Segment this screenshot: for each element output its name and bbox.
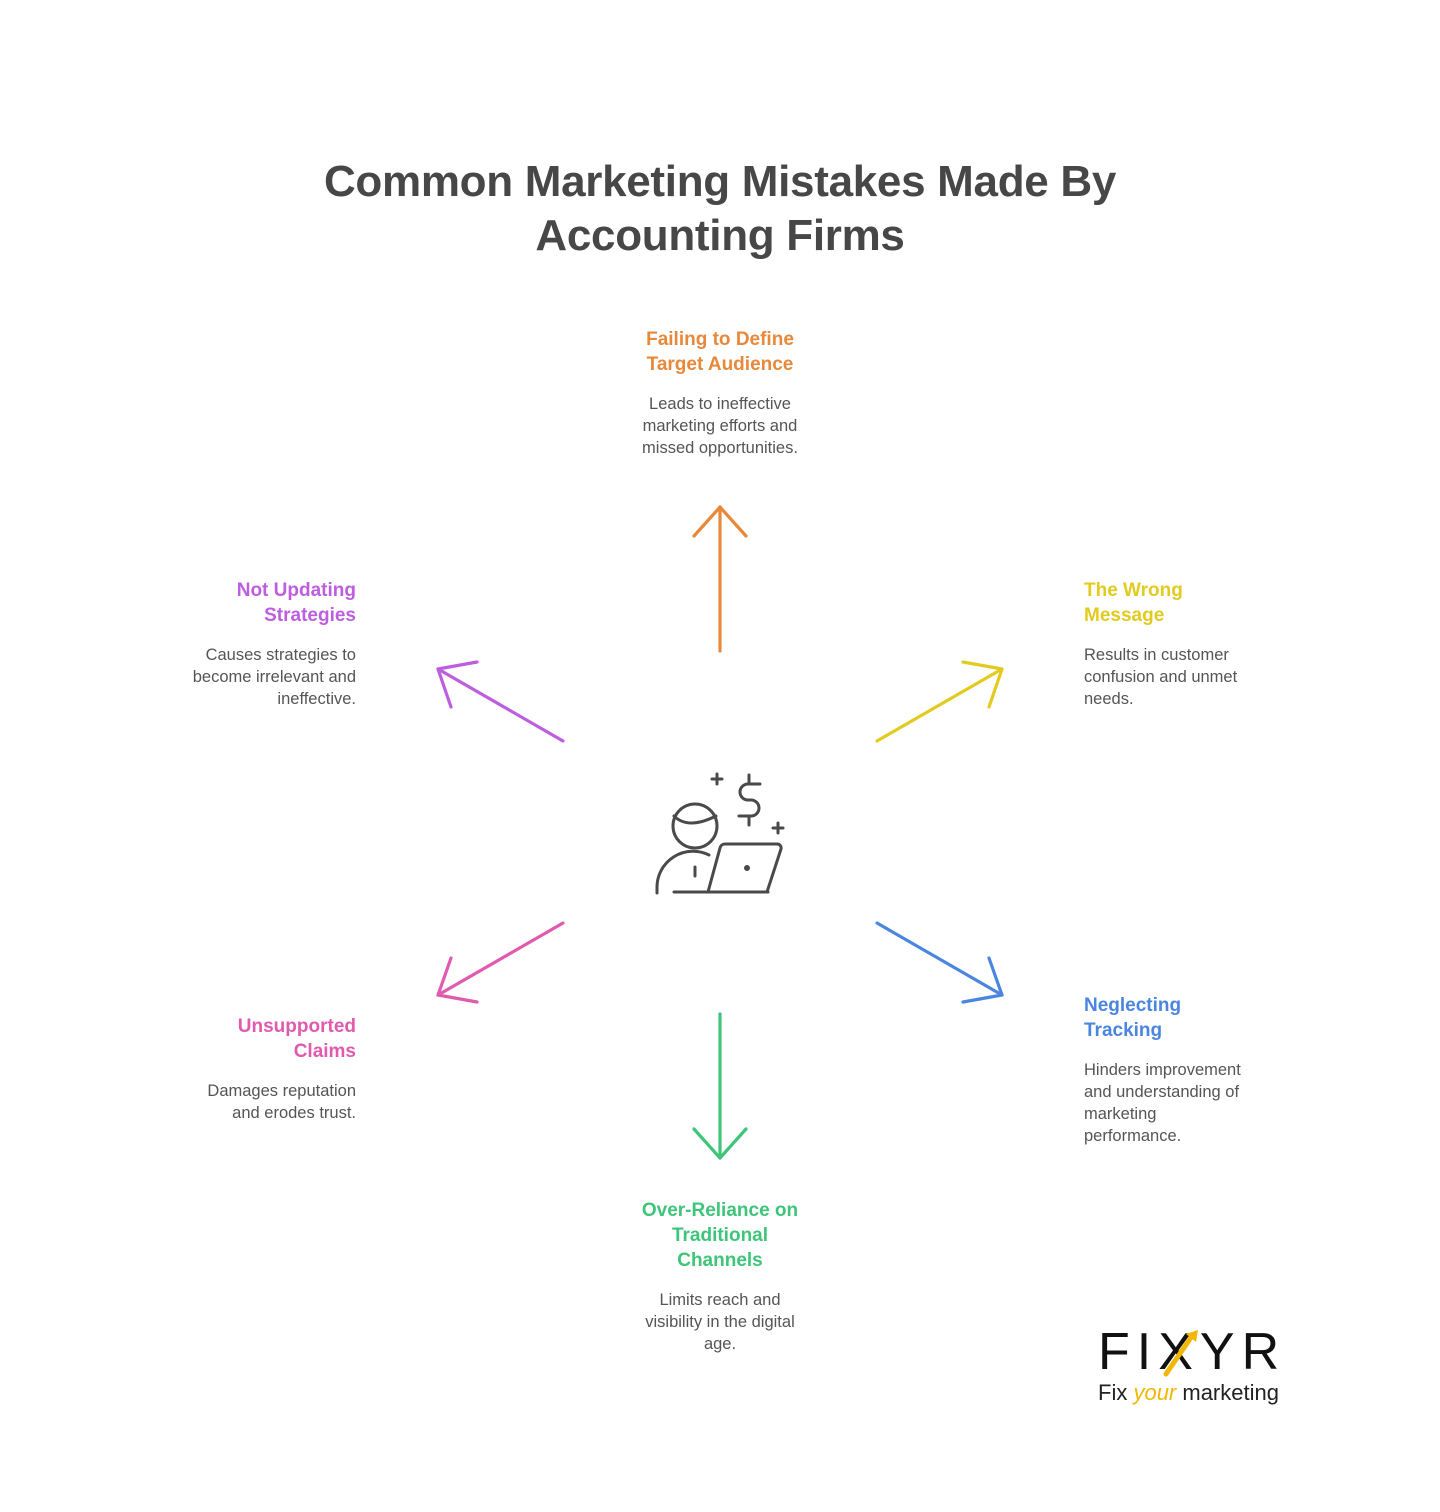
node-neglecting-tracking: Neglecting Tracking Hinders improvement … xyxy=(1084,993,1304,1147)
description-line: age. xyxy=(703,1335,737,1353)
page-title: Common Marketing Mistakes Made By Accoun… xyxy=(0,155,1440,263)
node-description: Results in customer confusion and unmet … xyxy=(1084,644,1304,710)
node-heading: The Wrong Message xyxy=(1084,578,1304,628)
node-over-reliance-on-traditional-channels: Over-Reliance on Traditional Channels Li… xyxy=(600,1198,840,1355)
description-line: Hinders improvement xyxy=(1084,1061,1241,1079)
description-line: and erodes trust. xyxy=(232,1104,356,1122)
description-line: Results in customer xyxy=(1084,646,1229,664)
heading-line: Target Audience xyxy=(646,354,794,375)
node-heading: Not Updating Strategies xyxy=(136,578,356,628)
description-line: Causes strategies to xyxy=(205,646,356,664)
description-line: and understanding of xyxy=(1084,1083,1240,1101)
heading-line: Not Updating xyxy=(236,580,356,601)
node-unsupported-claims: Unsupported Claims Damages reputation an… xyxy=(136,1014,356,1124)
description-line: become irrelevant and xyxy=(192,668,356,686)
title-line-2: Accounting Firms xyxy=(535,211,905,260)
description-line: marketing efforts and xyxy=(642,417,798,435)
logo-tagline: Fix your marketing xyxy=(1098,1380,1298,1406)
node-heading: Over-Reliance on Traditional Channels xyxy=(600,1198,840,1273)
node-heading: Failing to Define Target Audience xyxy=(600,327,840,377)
heading-line: Channels xyxy=(677,1250,763,1271)
heading-line: Neglecting xyxy=(1084,995,1182,1016)
accountant-laptop-dollar-icon xyxy=(655,772,785,895)
heading-line: Tracking xyxy=(1084,1020,1163,1041)
logo-growth-arrow-icon xyxy=(1163,1330,1198,1377)
node-description: Damages reputation and erodes trust. xyxy=(136,1080,356,1124)
node-the-wrong-message: The Wrong Message Results in customer co… xyxy=(1084,578,1304,710)
heading-line: Failing to Define xyxy=(646,329,794,350)
tagline-emphasis: your xyxy=(1133,1380,1177,1405)
node-description: Hinders improvement and understanding of… xyxy=(1084,1059,1304,1147)
node-description: Limits reach and visibility in the digit… xyxy=(600,1289,840,1355)
node-failing-to-define-target-audience: Failing to Define Target Audience Leads … xyxy=(600,327,840,459)
description-line: performance. xyxy=(1084,1127,1182,1145)
heading-line: Over-Reliance on xyxy=(641,1200,799,1221)
description-line: missed opportunities. xyxy=(642,439,798,457)
heading-line: Strategies xyxy=(264,605,356,626)
heading-line: Claims xyxy=(293,1041,356,1062)
arrow-up-right-icon xyxy=(875,660,1004,743)
node-not-updating-strategies: Not Updating Strategies Causes strategie… xyxy=(136,578,356,710)
tagline-prefix: Fix xyxy=(1098,1380,1134,1405)
node-heading: Unsupported Claims xyxy=(136,1014,356,1064)
description-line: Leads to ineffective xyxy=(649,395,791,413)
description-line: needs. xyxy=(1084,690,1134,708)
heading-line: Unsupported xyxy=(237,1016,356,1037)
fixyr-logo: FIXYR Fix your marketing xyxy=(1098,1326,1298,1406)
node-description: Leads to ineffective marketing efforts a… xyxy=(600,393,840,459)
description-line: ineffective. xyxy=(277,690,356,708)
node-description: Causes strategies to become irrelevant a… xyxy=(136,644,356,710)
description-line: Damages reputation xyxy=(207,1082,356,1100)
arrow-up-left-icon xyxy=(436,660,565,743)
description-line: visibility in the digital xyxy=(645,1313,795,1331)
description-line: confusion and unmet xyxy=(1084,668,1238,686)
arrow-down-right-icon xyxy=(875,921,1004,1004)
heading-line: Message xyxy=(1084,605,1165,626)
arrow-down-icon xyxy=(692,1012,748,1160)
node-heading: Neglecting Tracking xyxy=(1084,993,1304,1043)
description-line: marketing xyxy=(1084,1105,1157,1123)
arrow-down-left-icon xyxy=(436,921,565,1004)
description-line: Limits reach and xyxy=(659,1291,781,1309)
arrow-up-icon xyxy=(692,505,748,653)
heading-line: Traditional xyxy=(671,1225,769,1246)
tagline-suffix: marketing xyxy=(1176,1380,1279,1405)
heading-line: The Wrong xyxy=(1084,580,1183,601)
title-line-1: Common Marketing Mistakes Made By xyxy=(323,157,1117,206)
